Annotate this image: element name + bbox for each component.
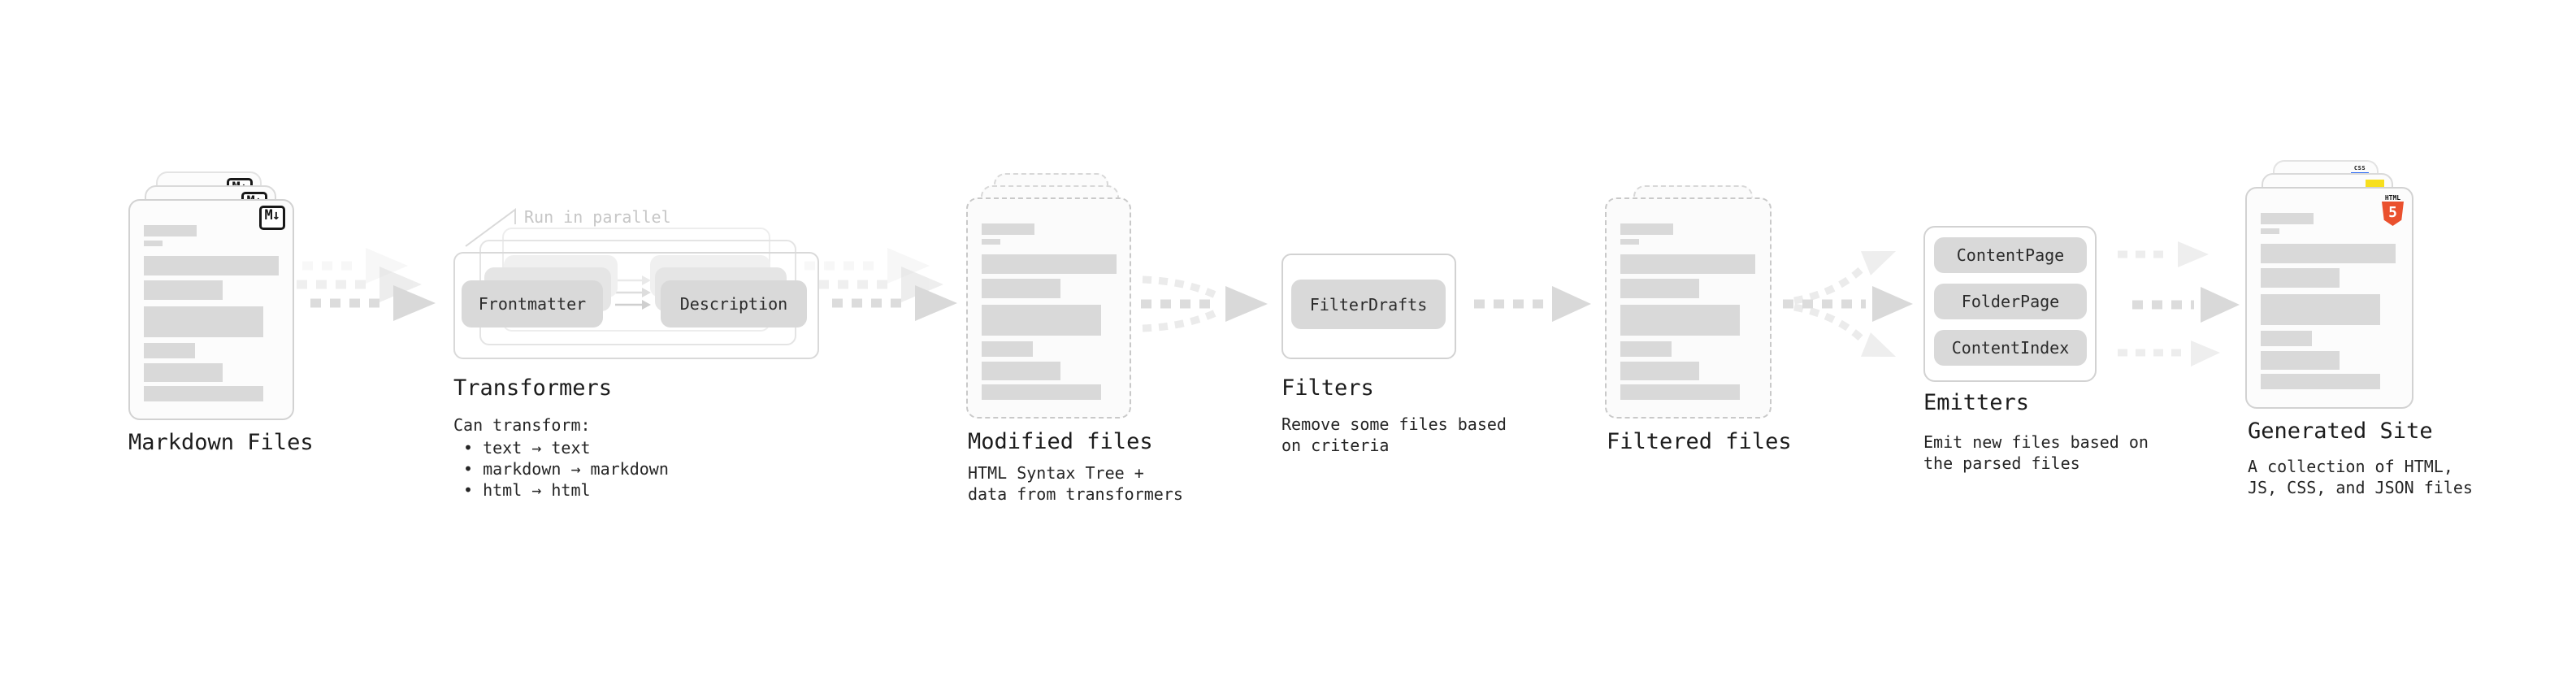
text-line-placeholder [144, 363, 223, 382]
text-line-placeholder [2261, 213, 2314, 224]
stage-label-transformers: Transformers [453, 375, 613, 401]
stage-label-filtered-files: Filtered files [1607, 429, 1792, 454]
text-line-placeholder [144, 343, 195, 358]
modified-file-card [966, 197, 1131, 419]
arrow-emitter-contentpage [2118, 241, 2209, 267]
frontmatter-pill: Frontmatter [462, 280, 603, 327]
stage-label-markdown-files: Markdown Files [128, 430, 314, 455]
text-line-placeholder [144, 225, 197, 236]
arrow-filters-to-filtered [1474, 286, 1591, 322]
description-pill: Description [661, 280, 807, 327]
contentpage-pill: ContentPage [1934, 237, 2087, 273]
generated-html-file-card: HTML 5 [2245, 187, 2413, 409]
transformers-desc-title: Can transform: [453, 415, 591, 435]
text-line-placeholder [2261, 331, 2312, 346]
text-line-placeholder [144, 386, 263, 401]
folderpage-pill: FolderPage [1934, 284, 2087, 319]
text-line-placeholder [982, 239, 1000, 245]
stage-label-filters: Filters [1281, 375, 1374, 401]
filtered-file-card [1605, 197, 1772, 419]
transformers-bullet: • html → html [463, 480, 591, 500]
text-line-placeholder [982, 305, 1101, 336]
markdown-file-card: M↓ [128, 199, 294, 420]
modified-desc-line: HTML Syntax Tree + [968, 463, 1144, 483]
stage-label-generated-site: Generated Site [2248, 419, 2433, 444]
text-line-placeholder [144, 241, 163, 246]
text-line-placeholder [1620, 362, 1699, 380]
text-line-placeholder [982, 223, 1034, 235]
arrow-markdown-to-transformers [283, 248, 436, 321]
text-line-placeholder [1620, 239, 1639, 245]
filters-desc-line: Remove some files based [1281, 414, 1507, 434]
text-line-placeholder [144, 306, 263, 337]
text-line-placeholder [2261, 374, 2380, 389]
arrow-emitters-to-generated [2118, 241, 2240, 367]
html5-icon-shield: 5 [2382, 202, 2404, 226]
generated-desc-line: A collection of HTML, [2248, 457, 2453, 476]
run-in-parallel-annotation: Run in parallel [524, 207, 671, 227]
text-line-placeholder [1620, 254, 1755, 274]
generated-desc-line: JS, CSS, and JSON files [2248, 478, 2473, 497]
text-line-placeholder [2261, 351, 2340, 370]
text-line-placeholder [982, 362, 1060, 380]
stage-label-modified-files: Modified files [968, 429, 1153, 454]
text-line-placeholder [982, 279, 1060, 298]
emitters-desc-line: Emit new files based on [1923, 432, 2149, 452]
text-line-placeholder [1620, 384, 1740, 400]
filters-desc-line: on criteria [1281, 436, 1390, 455]
filterdrafts-pill: FilterDrafts [1291, 280, 1446, 329]
text-line-placeholder [2261, 294, 2380, 325]
text-line-placeholder [144, 280, 223, 300]
text-line-placeholder [1620, 305, 1740, 336]
text-line-placeholder [982, 254, 1117, 274]
arrow-emitter-contentindex [2118, 340, 2220, 367]
text-line-placeholder [2261, 244, 2396, 263]
emitters-desc-line: the parsed files [1923, 453, 2080, 473]
text-line-placeholder [1620, 223, 1673, 235]
annotation-leader-line [465, 208, 516, 247]
contentindex-pill: ContentIndex [1934, 330, 2087, 366]
stage-label-emitters: Emitters [1923, 390, 2030, 415]
text-line-placeholder [982, 384, 1101, 400]
arrow-transformers-to-modified [804, 248, 957, 321]
arrow-emitter-folderpage [2132, 287, 2240, 323]
transformers-bullet: • markdown → markdown [463, 459, 669, 479]
text-line-placeholder [1620, 341, 1672, 357]
html5-icon: HTML 5 [2382, 194, 2404, 226]
arrow-filtered-to-emitters [1783, 251, 1913, 357]
text-line-placeholder [2261, 268, 2340, 288]
arrow-modified-to-filters [1141, 275, 1268, 332]
transformer-layer-front [453, 252, 819, 359]
transformers-bullet: • text → text [463, 438, 591, 458]
html5-icon-label: HTML [2384, 194, 2401, 202]
text-line-placeholder [2261, 228, 2279, 234]
markdown-icon: M↓ [258, 206, 285, 230]
text-line-placeholder [144, 256, 279, 275]
text-line-placeholder [1620, 279, 1699, 298]
css-icon-label: CSS [2353, 165, 2366, 171]
modified-desc-line: data from transformers [968, 484, 1183, 504]
text-line-placeholder [982, 341, 1033, 357]
transformer-parallel-arrows [615, 275, 651, 310]
